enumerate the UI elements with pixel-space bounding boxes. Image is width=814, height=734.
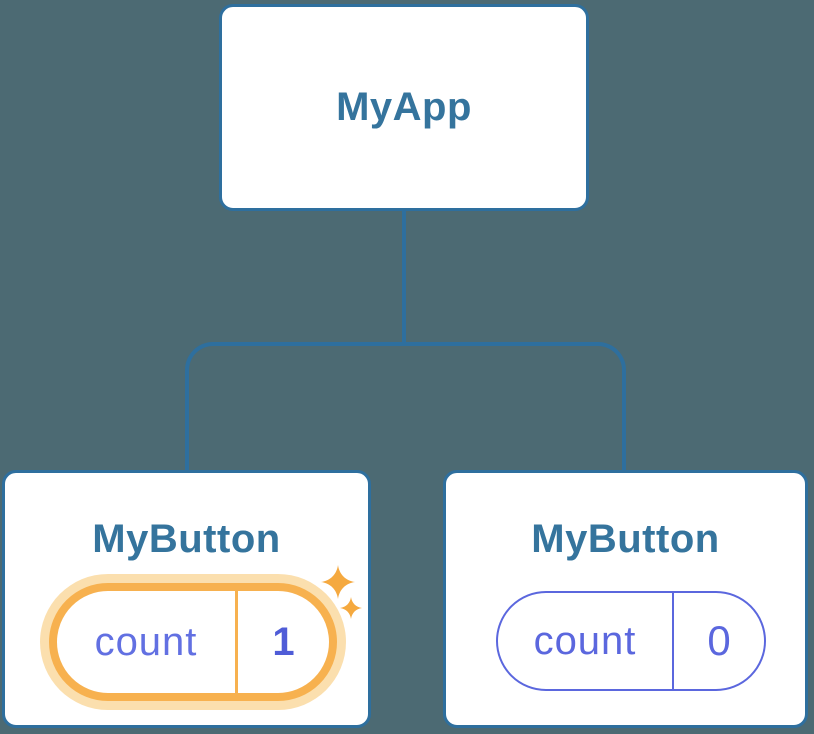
- sparkle-icon-large: [321, 565, 355, 599]
- connector-children-bracket: [185, 342, 626, 473]
- state-pill-right: count 0: [496, 591, 766, 691]
- sparkle-icon-small: [340, 597, 362, 619]
- node-mybutton-right-label: MyButton: [531, 517, 720, 561]
- state-value: 1: [235, 591, 329, 693]
- state-key-label: count: [533, 618, 637, 663]
- node-myapp: MyApp: [219, 4, 589, 211]
- node-myapp-label: MyApp: [336, 85, 472, 129]
- state-key-label: count: [94, 619, 198, 664]
- state-pill-left: count 1: [49, 583, 337, 701]
- node-mybutton-right: MyButton count 0: [443, 470, 808, 728]
- node-mybutton-left: MyButton count 1: [2, 470, 371, 728]
- node-mybutton-left-label: MyButton: [92, 517, 281, 561]
- connector-root-stem: [402, 210, 406, 344]
- state-value: 0: [672, 593, 764, 689]
